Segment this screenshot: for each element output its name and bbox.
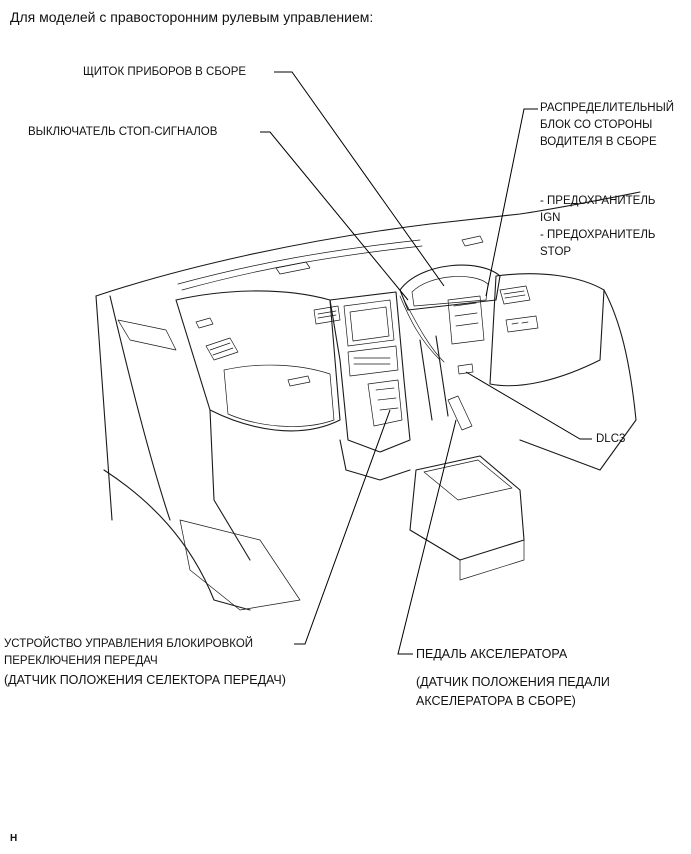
console-lid [423, 459, 513, 501]
dash-left-face [175, 290, 341, 432]
leader-shift-lock [294, 409, 391, 645]
defroster-vent-right [461, 235, 484, 247]
left-air-vent [205, 337, 239, 361]
seat-outline-left [179, 519, 301, 611]
label-stop-light-switch: ВЫКЛЮЧАТЕЛЬ СТОП-СИГНАЛОВ [28, 126, 218, 138]
glovebox-handle [287, 375, 311, 387]
right-door [519, 289, 637, 471]
left-door-trim [117, 319, 177, 351]
label-accel-pedal: ПЕДАЛЬ АКСЕЛЕРАТОРА [416, 647, 568, 661]
label-shift-lock: УСТРОЙСТВО УПРАВЛЕНИЯ БЛОКИРОВКОЙ ПЕРЕКЛ… [4, 638, 254, 667]
floor-edge [209, 409, 411, 561]
shift-lever-panel [367, 379, 403, 427]
figure-code: H [10, 833, 18, 844]
dlc3-connector [457, 363, 474, 375]
label-instrument-cluster: ЩИТОК ПРИБОРОВ В СБОРЕ [83, 66, 247, 78]
label-fuses: - ПРЕДОХРАНИТЕЛЬ IGN - ПРЕДОХРАНИТЕЛЬ ST… [540, 195, 656, 258]
steering-column [419, 335, 449, 421]
navigation-screen [343, 299, 395, 347]
leader-accel-pedal [397, 419, 457, 655]
brake-pedal [447, 395, 473, 431]
label-junction-block: РАСПРЕДЕЛИТЕЛЬНЫЙ БЛОК СО СТОРОНЫ ВОДИТЕ… [540, 102, 675, 148]
left-door-lower [103, 469, 251, 611]
page-heading: Для моделей с правосторонним рулевым упр… [10, 9, 374, 25]
dashboard-top-edge [95, 191, 641, 297]
left-a-pillar [95, 295, 171, 521]
wiring-harness [399, 295, 445, 363]
right-air-vent [499, 285, 531, 305]
climate-controls [347, 345, 399, 377]
cluster-hood [399, 264, 501, 311]
leader-dlc3 [465, 371, 592, 440]
leader-junction-block [485, 108, 538, 297]
junction-block-box [447, 295, 485, 345]
glovebox [223, 364, 335, 427]
left-vent-small [195, 317, 214, 329]
leader-instrument-cluster [274, 71, 445, 287]
label-dlc3: DLC3 [596, 433, 626, 445]
right-dash-face [489, 273, 605, 387]
center-stack [329, 291, 411, 453]
defroster-vent-center [275, 261, 311, 275]
center-vents [313, 305, 341, 325]
label-shift-sensor: (ДАТЧИК ПОЛОЖЕНИЯ СЕЛЕКТОРА ПЕРЕДАЧ) [4, 673, 286, 687]
leader-stop-light-switch [260, 131, 409, 301]
label-accel-sensor: (ДАТЧИК ПОЛОЖЕНИЯ ПЕДАЛИ АКСЕЛЕРАТОРА В … [416, 675, 610, 708]
right-switch-panel [505, 315, 539, 333]
